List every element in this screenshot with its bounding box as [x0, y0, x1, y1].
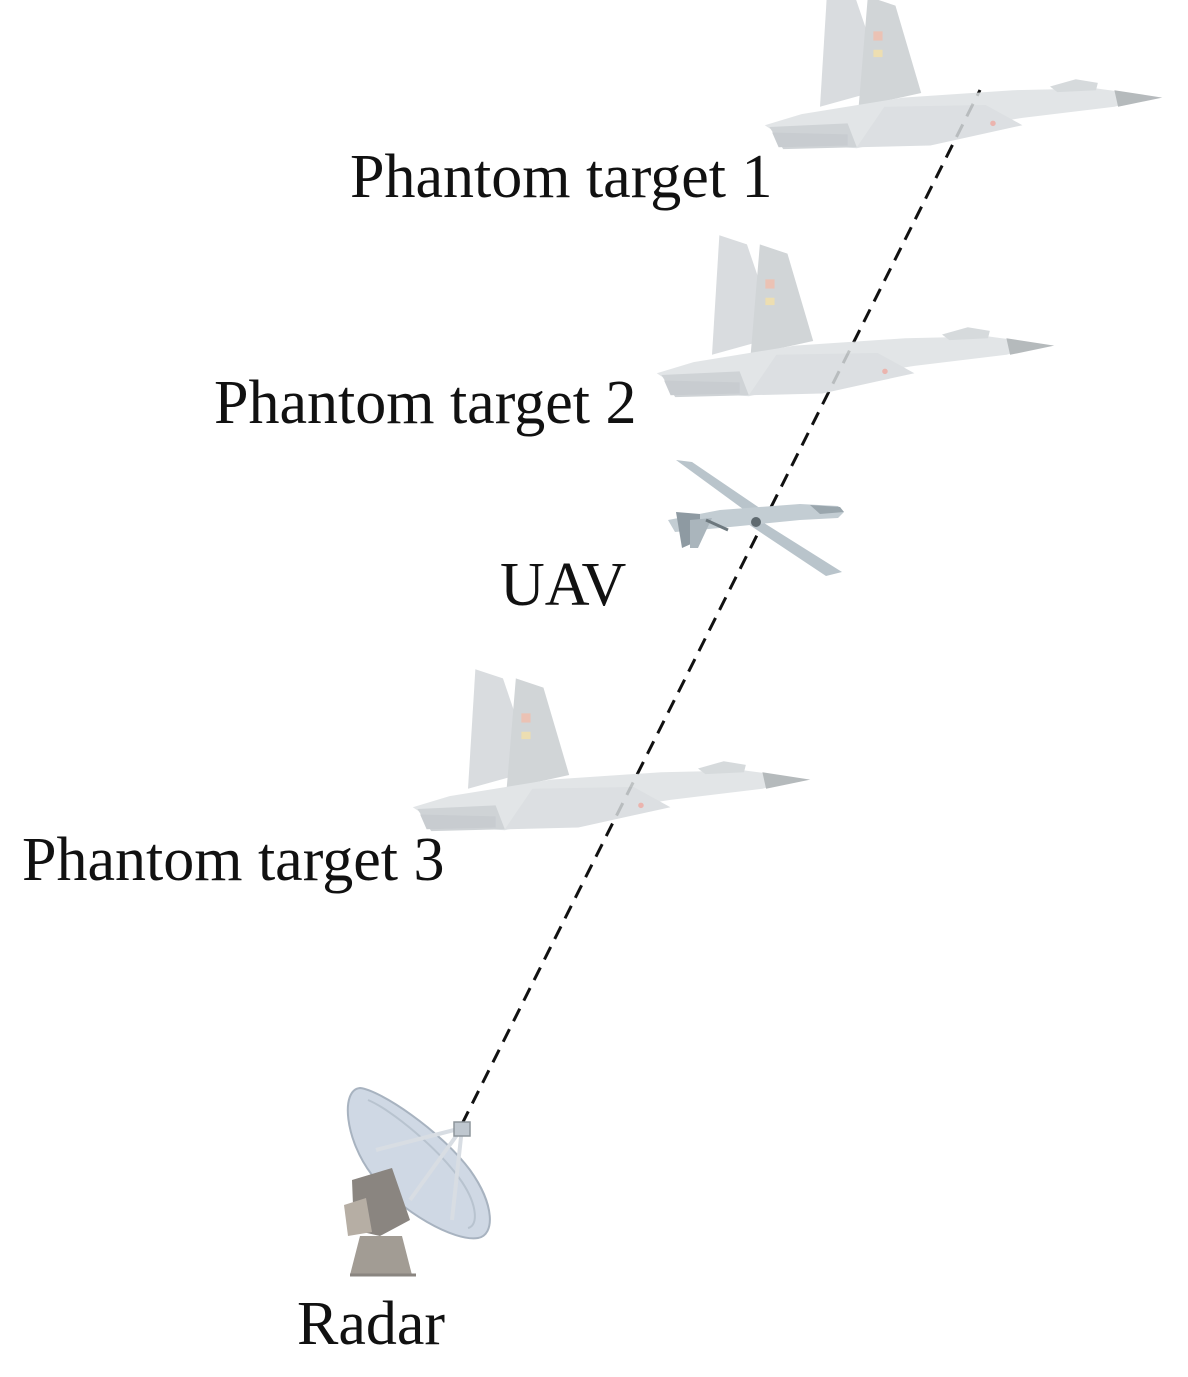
radar-dish-icon	[344, 1086, 491, 1277]
phantom-target-1-label: Phantom target 1	[350, 143, 773, 211]
phantom-target-3-label: Phantom target 3	[22, 826, 445, 894]
fighter-jet-icon	[764, 0, 1163, 150]
radar-label: Radar	[297, 1290, 446, 1358]
drone-icon	[668, 460, 844, 576]
fighter-jet-icon	[656, 235, 1055, 398]
uav-label: UAV	[500, 551, 627, 619]
fighter-jet-icon	[412, 669, 811, 832]
line-of-sight	[460, 89, 982, 1125]
phantom-target-2-label: Phantom target 2	[214, 369, 637, 437]
